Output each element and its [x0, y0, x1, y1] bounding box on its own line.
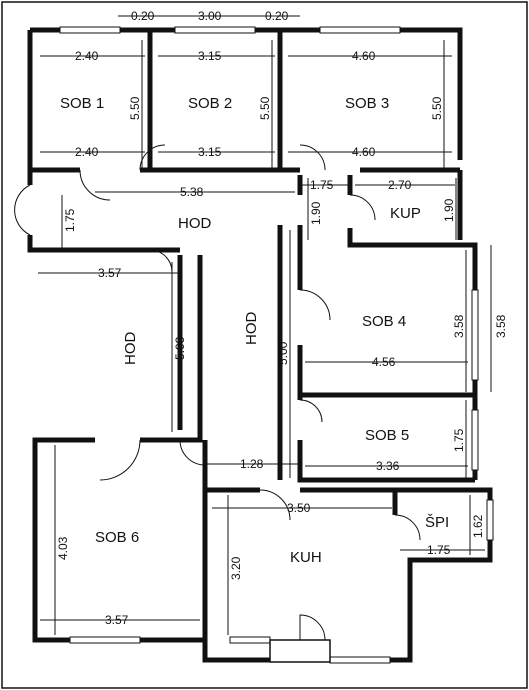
- sob5-label: SOB 5: [365, 427, 409, 444]
- sob3-label: SOB 3: [345, 95, 389, 112]
- dim-spi-width: 1.75: [427, 543, 451, 557]
- hod-top-label: HOD: [178, 215, 212, 232]
- dim-sob3-depth: 5.50: [430, 96, 444, 120]
- dim-entry-width: 1.75: [63, 208, 77, 232]
- spi-label: ŠPI: [425, 514, 449, 531]
- interior-doors: [14, 144, 421, 541]
- dim-sob5-width: 3.36: [376, 459, 400, 473]
- dim-sob6-depth: 4.03: [56, 536, 70, 560]
- dim-top-span: 3.00: [198, 9, 222, 23]
- dim-sob5-depth: 1.75: [452, 428, 466, 452]
- hod-center-label: HOD: [243, 312, 260, 346]
- dimension-labels: 0.20 3.00 0.20 2.40 2.40 5.50 3.15 3.15 …: [56, 9, 508, 627]
- dim-sob1-width-bottom: 2.40: [75, 145, 99, 159]
- dim-passage-depth: 1.90: [309, 201, 323, 225]
- sob2-label: SOB 2: [188, 95, 232, 112]
- dim-sob4-width: 4.56: [372, 355, 396, 369]
- dim-sob3-width-top: 4.60: [352, 49, 376, 63]
- room-labels: SOB 1 SOB 2 SOB 3 KUP HOD HOD HOD SOB 4 …: [60, 95, 449, 566]
- dim-kuh-depth: 3.20: [229, 556, 243, 580]
- dim-hod-left-depth: 5.03: [173, 336, 187, 360]
- dim-sob2-width-bottom: 3.15: [198, 145, 222, 159]
- dim-hod-center-depth: 5.00: [276, 341, 290, 365]
- dim-hod-width: 5.38: [180, 185, 204, 199]
- entrance-door: [269, 614, 331, 663]
- dim-sob3-width-bottom: 4.60: [352, 145, 376, 159]
- dim-kup-depth: 1.90: [442, 198, 456, 222]
- dim-top-wall-a: 0.20: [131, 9, 155, 23]
- dim-top-wall-b: 0.20: [265, 9, 289, 23]
- walls: [27, 27, 493, 663]
- dim-hod-left-width: 3.57: [98, 266, 122, 280]
- dim-sob1-width-top: 2.40: [75, 49, 99, 63]
- dim-sob2-depth: 5.50: [258, 96, 272, 120]
- sob1-label: SOB 1: [60, 95, 104, 112]
- dimension-lines: [38, 15, 492, 635]
- dim-sob6-width: 3.57: [105, 613, 129, 627]
- dim-hod-link-width: 1.28: [240, 457, 264, 471]
- sob6-label: SOB 6: [95, 529, 139, 546]
- dim-sob2-width-top: 3.15: [198, 49, 222, 63]
- sob4-label: SOB 4: [362, 313, 406, 330]
- dim-passage-width: 1.75: [310, 178, 334, 192]
- dim-spi-depth: 1.62: [471, 514, 485, 538]
- kup-label: KUP: [390, 205, 421, 222]
- dim-sob4-depth: 3.58: [452, 314, 466, 338]
- hod-left-label: HOD: [122, 332, 139, 366]
- dim-sob4-outer-depth: 3.58: [494, 314, 508, 338]
- dim-kuh-width: 3.50: [287, 501, 311, 515]
- dim-kup-width: 2.70: [388, 178, 412, 192]
- dim-sob1-depth: 5.50: [128, 96, 142, 120]
- kuh-label: KUH: [290, 549, 322, 566]
